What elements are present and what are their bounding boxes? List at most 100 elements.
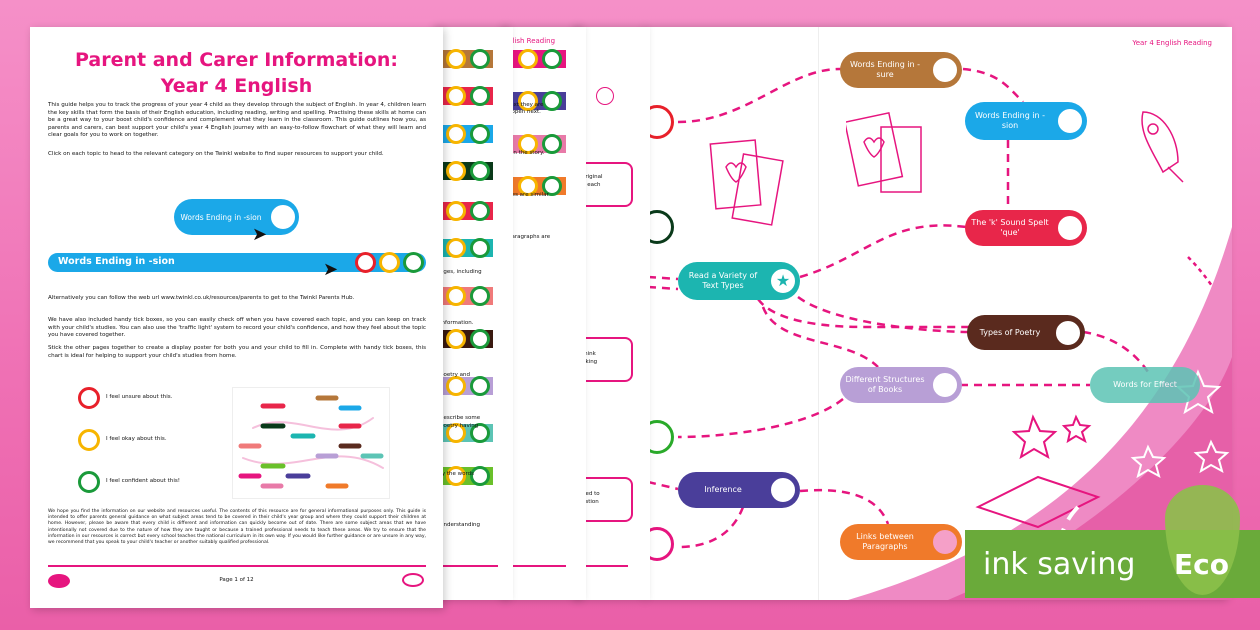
node-types-of-poetry[interactable]: Types of Poetry [967, 315, 1085, 350]
tick-row [438, 329, 493, 349]
flowchart-page: Year 4 English Reading Words Ending in -… [640, 27, 1232, 600]
tick-circle [268, 202, 298, 232]
ring-green[interactable] [542, 134, 562, 154]
ring-yellow[interactable] [446, 86, 466, 106]
ring-yellow[interactable] [518, 91, 538, 111]
node-links-between-paragraphs[interactable]: Links between Paragraphs [840, 524, 962, 560]
footer-line [506, 565, 566, 567]
ring-green[interactable] [542, 91, 562, 111]
ring-yellow[interactable] [446, 201, 466, 221]
ring-yellow[interactable] [518, 49, 538, 69]
node-words-ending-sure[interactable]: Words Ending in -sure [840, 52, 962, 88]
intro-text: This guide helps you to track the progre… [48, 102, 426, 139]
ring-yellow[interactable] [446, 49, 466, 69]
node-inference[interactable]: Inference [678, 472, 800, 508]
tick-circle[interactable] [1055, 213, 1085, 243]
ring-green[interactable] [470, 329, 490, 349]
cursor-icon: ➤ [252, 224, 268, 245]
legend-ring [78, 471, 100, 493]
main-info-page: Parent and Carer Information: Year 4 Eng… [30, 27, 443, 608]
poster-thumbnail-image [238, 395, 384, 489]
ink-saving-label: ink saving [983, 546, 1136, 582]
books-heart-icon [846, 112, 922, 193]
tick-row [506, 49, 566, 69]
ring-green[interactable] [470, 201, 490, 221]
ring-yellow[interactable] [518, 134, 538, 154]
example-topic-bar[interactable]: Words Ending in -sion [48, 252, 426, 273]
ring-green[interactable] [542, 49, 562, 69]
tick-circle[interactable] [930, 527, 960, 557]
legend-ring [78, 429, 100, 451]
ring-yellow[interactable] [518, 176, 538, 196]
ring-green[interactable] [542, 176, 562, 196]
tick-row [438, 201, 493, 221]
cursor-icon: ➤ [323, 259, 339, 280]
ink-saving-eco-badge: ink saving Eco [965, 485, 1260, 598]
ring-yellow[interactable] [446, 423, 466, 443]
tick-row [438, 423, 493, 443]
strip-header: glish Reading [508, 37, 556, 45]
ring-green[interactable] [470, 286, 490, 306]
node-different-structures-books[interactable]: Different Structures of Books [840, 367, 962, 403]
ring-yellow[interactable] [446, 286, 466, 306]
ring-yellow[interactable] [446, 376, 466, 396]
books-heart-icon [709, 139, 784, 226]
legend-label: I feel okay about this. [106, 436, 167, 442]
page-subtitle: Year 4 English [160, 75, 313, 97]
twinkl-logo [48, 574, 70, 588]
disclaimer-text: We hope you find the information on our … [48, 509, 426, 546]
web-url-text: Alternatively you can follow the web url… [48, 295, 355, 301]
twinkl-logo-outline [402, 573, 424, 587]
legend-label: I feel unsure about this. [106, 394, 173, 400]
node-words-ending-sion[interactable]: Words Ending in -sion [965, 102, 1087, 140]
ring-green[interactable] [470, 238, 490, 258]
page-header: Year 4 English Reading [1132, 39, 1212, 47]
bulb-icon [596, 87, 614, 105]
example-topic-button[interactable]: Words Ending in -sion [174, 199, 299, 235]
tick-row [438, 49, 493, 69]
ring-green[interactable] [470, 49, 490, 69]
node-words-for-effect[interactable]: Words for Effect [1090, 367, 1200, 403]
ring-green[interactable] [470, 423, 490, 443]
poster-thumbnail [232, 387, 390, 499]
page-strip-1: ages, including information. poetry and … [438, 27, 513, 600]
ring-green[interactable] [403, 252, 424, 273]
tick-row [506, 134, 566, 154]
node-k-sound-que[interactable]: The 'k' Sound Spelt 'que' [965, 210, 1087, 246]
star-icon[interactable]: ★ [768, 266, 798, 296]
tick-circle[interactable] [1055, 106, 1085, 136]
node-read-variety-text-types[interactable]: Read a Variety of Text Types★ [678, 262, 800, 300]
ring-yellow[interactable] [379, 252, 400, 273]
tick-circle[interactable] [768, 475, 798, 505]
tick-row [438, 376, 493, 396]
ring-green[interactable] [470, 376, 490, 396]
ring-yellow[interactable] [446, 238, 466, 258]
ring-green[interactable] [470, 124, 490, 144]
tick-circle[interactable] [1053, 317, 1083, 348]
tick-row [438, 86, 493, 106]
tick-row [506, 176, 566, 196]
ring-green[interactable] [470, 161, 490, 181]
tick-row [438, 286, 493, 306]
eco-label: Eco [1174, 547, 1229, 581]
tick-row [438, 466, 493, 486]
ring-yellow[interactable] [446, 124, 466, 144]
rocket-icon [1141, 111, 1184, 183]
page-number: Page 1 of 12 [219, 577, 254, 583]
page-strip-2: glish Reading text they are appen next. … [506, 27, 586, 600]
legend-label: I feel confident about this! [106, 478, 181, 484]
ring-green[interactable] [470, 86, 490, 106]
ring-green[interactable] [470, 466, 490, 486]
legend-ring [78, 387, 100, 409]
tick-circle[interactable] [930, 55, 960, 85]
footer-line [578, 565, 628, 567]
ring-yellow[interactable] [446, 329, 466, 349]
ring-red[interactable] [355, 252, 376, 273]
ring-yellow[interactable] [446, 466, 466, 486]
ring-yellow[interactable] [446, 161, 466, 181]
fold-line [818, 27, 819, 600]
tick-circle[interactable] [930, 370, 960, 400]
